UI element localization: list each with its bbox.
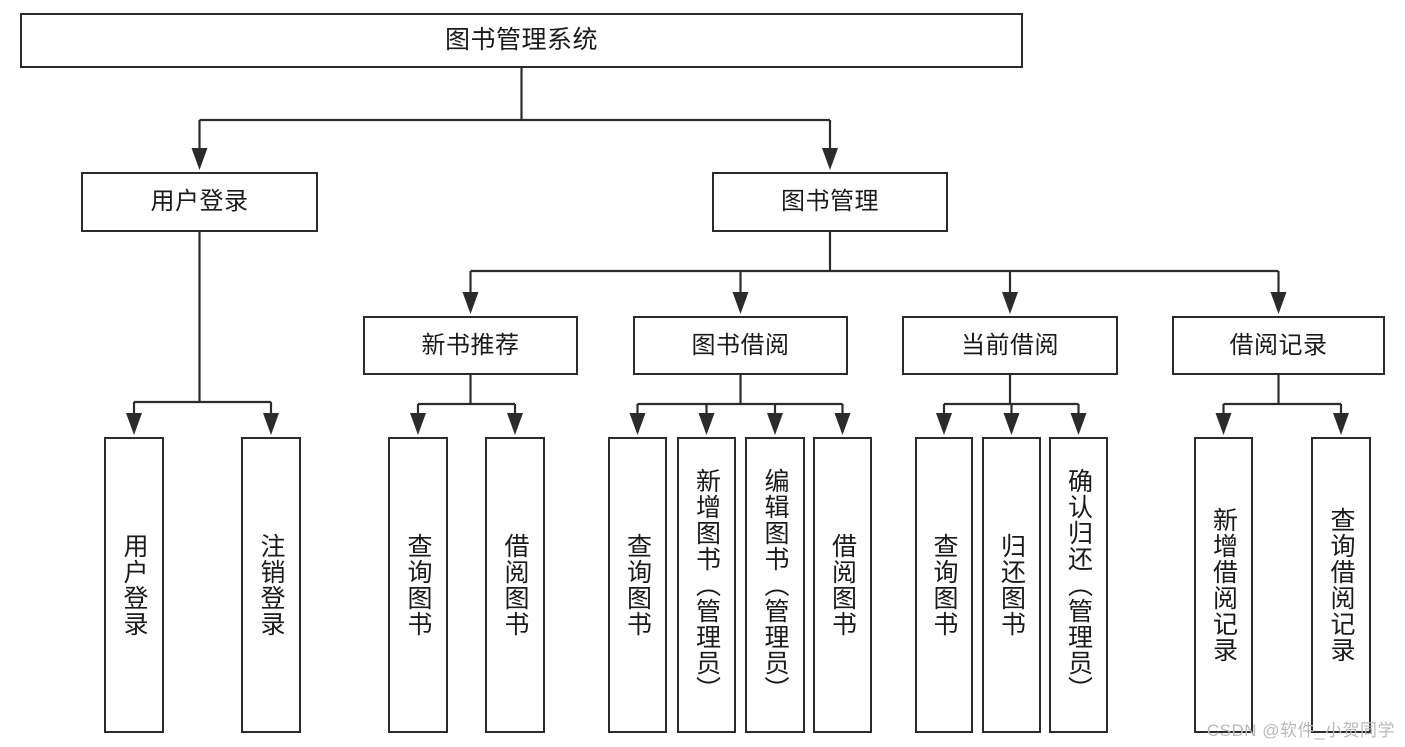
node-leaf-user-logout[interactable]: 注销登录 [241,437,301,733]
arrow-head-new-book-rec [462,292,479,314]
node-leaf-bb-edit[interactable]: 编辑图书（管理员） [745,437,805,733]
node-leaf-br-query[interactable]: 查询借阅记录 [1311,437,1371,733]
arrow-head-book-borrow [732,292,749,314]
node-leaf-cb-confirm[interactable]: 确认归还（管理员） [1049,437,1108,733]
node-leaf-user-login[interactable]: 用户登录 [104,437,164,733]
node-leaf-br-add[interactable]: 新增借阅记录 [1194,437,1253,733]
arrow-head-leaf-user-logout [263,413,279,435]
arrow-head-user-login [191,148,208,170]
node-borrow-record[interactable]: 借阅记录 [1172,316,1385,375]
node-root[interactable]: 图书管理系统 [20,13,1023,68]
node-leaf-bb-add[interactable]: 新增图书（管理员） [677,437,736,733]
node-book-manage[interactable]: 图书管理 [712,172,948,232]
node-leaf-cb-return[interactable]: 归还图书 [982,437,1041,733]
arrow-head-leaf-user-login [126,413,142,435]
node-leaf-rec-query[interactable]: 查询图书 [388,437,448,733]
arrow-head-book-manage [822,148,838,170]
arrow-head-leaf-rec-borrow [507,413,523,435]
node-leaf-bb-query[interactable]: 查询图书 [608,437,667,733]
node-leaf-bb-borrow[interactable]: 借阅图书 [813,437,872,733]
watermark-label: CSDN @软件_小贺同学 [1206,721,1395,740]
node-new-book-rec[interactable]: 新书推荐 [363,316,578,375]
node-leaf-cb-query[interactable]: 查询图书 [915,437,973,733]
node-current-borrow[interactable]: 当前借阅 [902,316,1118,375]
arrow-head-leaf-rec-query [410,413,426,435]
arrow-head-leaf-bb-borrow [834,413,851,435]
node-leaf-rec-borrow[interactable]: 借阅图书 [485,437,545,733]
arrow-head-borrow-record [1270,292,1287,314]
arrow-head-leaf-bb-query [629,413,646,435]
arrow-head-leaf-br-add [1215,413,1232,435]
arrow-head-leaf-bb-edit [767,413,783,435]
node-book-borrow[interactable]: 图书借阅 [633,316,848,375]
arrow-head-leaf-cb-query [936,413,952,435]
arrow-head-current-borrow [1002,292,1018,314]
node-user-login[interactable]: 用户登录 [81,172,318,232]
arrow-head-leaf-cb-return [1003,413,1020,435]
arrow-head-leaf-br-query [1333,413,1349,435]
arrow-head-leaf-cb-confirm [1070,413,1087,435]
arrow-head-leaf-bb-add [698,413,715,435]
